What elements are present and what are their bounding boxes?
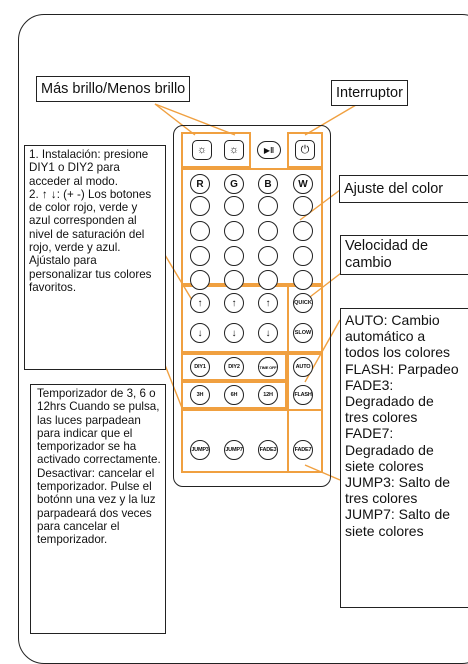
auto-button[interactable]: AUTO bbox=[293, 357, 313, 377]
mode-line: FADE7: bbox=[345, 425, 394, 442]
color-button-blue[interactable]: B bbox=[258, 174, 278, 194]
color-preset-button[interactable] bbox=[190, 246, 210, 266]
color-preset-button[interactable] bbox=[293, 246, 313, 266]
color-button-red[interactable]: R bbox=[190, 174, 210, 194]
color-button-white[interactable]: W bbox=[293, 174, 313, 194]
color-preset-button[interactable] bbox=[258, 270, 278, 290]
power-label: Interruptor bbox=[331, 80, 408, 106]
diy1-button[interactable]: DIY1 bbox=[190, 357, 210, 377]
color-preset-button[interactable] bbox=[224, 196, 244, 216]
mode-line: FLASH: Parpadeo bbox=[345, 360, 459, 377]
color-preset-button[interactable] bbox=[190, 221, 210, 241]
mode-line: AUTO: Cambio bbox=[345, 312, 440, 328]
color-preset-button[interactable] bbox=[190, 270, 210, 290]
power-highlight bbox=[287, 132, 323, 168]
timer-3h-button[interactable]: 3H bbox=[190, 385, 210, 405]
mode-line: FADE3: bbox=[345, 376, 394, 393]
timer-12h-button[interactable]: 12H bbox=[258, 385, 278, 405]
color-preset-button[interactable] bbox=[258, 196, 278, 216]
mode-line: tres colores bbox=[345, 409, 418, 426]
mode-line: todos los colores bbox=[345, 344, 451, 361]
jump3-button[interactable]: JUMP3 bbox=[190, 440, 210, 460]
green-down-button[interactable]: ↓ bbox=[224, 323, 244, 343]
brightness-down-button[interactable]: ☼ bbox=[192, 140, 212, 160]
diy-highlight bbox=[181, 353, 287, 381]
blue-up-button[interactable]: ↑ bbox=[258, 293, 278, 313]
mode-line: siete colores bbox=[345, 457, 424, 474]
flash-button[interactable]: FLASH bbox=[293, 385, 313, 405]
time-off-button[interactable]: TIME OFF bbox=[258, 357, 278, 377]
timer-note: Temporizador de 3, 6 o 12hrs Cuando se p… bbox=[30, 384, 166, 634]
brightness-up-button[interactable]: ☼ bbox=[224, 140, 244, 160]
mode-line: Degradado de bbox=[345, 441, 434, 458]
blue-down-button[interactable]: ↓ bbox=[258, 323, 278, 343]
color-preset-button[interactable] bbox=[258, 221, 278, 241]
power-button[interactable]: ⏻ bbox=[295, 140, 315, 160]
remote-control bbox=[173, 125, 331, 487]
red-down-button[interactable]: ↓ bbox=[190, 323, 210, 343]
mode-line: automático a bbox=[345, 328, 426, 345]
color-button-green[interactable]: G bbox=[224, 174, 244, 194]
color-preset-button[interactable] bbox=[293, 221, 313, 241]
timer-6h-button[interactable]: 6H bbox=[224, 385, 244, 405]
mode-line: JUMP3: Salto de bbox=[345, 474, 451, 491]
color-preset-button[interactable] bbox=[224, 221, 244, 241]
color-highlight bbox=[181, 168, 323, 285]
color-preset-button[interactable] bbox=[224, 270, 244, 290]
mode-line: Degradado de bbox=[345, 393, 434, 410]
diy2-button[interactable]: DIY2 bbox=[224, 357, 244, 377]
green-up-button[interactable]: ↑ bbox=[224, 293, 244, 313]
install-note: 1. Instalación: presione DIY1 o DIY2 par… bbox=[24, 145, 166, 370]
color-preset-button[interactable] bbox=[293, 270, 313, 290]
play-pause-button[interactable]: ▶‖ bbox=[257, 141, 281, 159]
color-adjust-label: Ajuste del color bbox=[339, 175, 468, 203]
color-preset-button[interactable] bbox=[190, 196, 210, 216]
timer-highlight bbox=[181, 381, 287, 409]
quick-button[interactable]: QUICK bbox=[293, 293, 313, 313]
brightness-highlight bbox=[181, 132, 251, 168]
effects-highlight bbox=[181, 409, 323, 473]
slow-button[interactable]: SLOW bbox=[293, 323, 313, 343]
jump7-button[interactable]: JUMP7 bbox=[224, 440, 244, 460]
color-preset-button[interactable] bbox=[293, 196, 313, 216]
fade3-button[interactable]: FADE3 bbox=[258, 440, 278, 460]
speed-label: Velocidad de cambio bbox=[340, 235, 468, 275]
color-preset-button[interactable] bbox=[224, 246, 244, 266]
mode-line: tres colores bbox=[345, 490, 418, 507]
fade7-button[interactable]: FADE7 bbox=[293, 440, 313, 460]
color-preset-button[interactable] bbox=[258, 246, 278, 266]
mode-line: JUMP7: Salto de bbox=[345, 506, 451, 523]
brightness-label: Más brillo/Menos brillo bbox=[36, 76, 191, 102]
red-up-button[interactable]: ↑ bbox=[190, 293, 210, 313]
mode-line: siete colores bbox=[345, 522, 424, 539]
